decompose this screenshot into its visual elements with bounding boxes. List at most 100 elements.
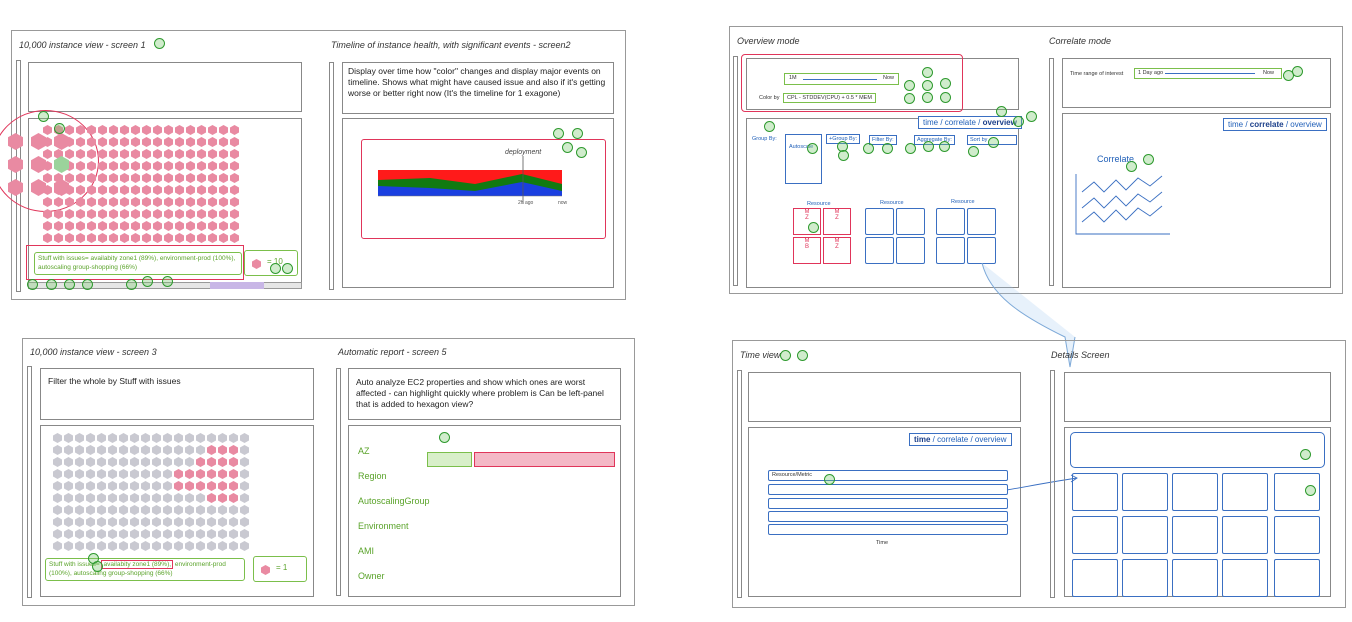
hexagon[interactable] [164, 185, 173, 195]
hexagon[interactable] [97, 517, 106, 527]
detail-tile[interactable] [1274, 559, 1320, 597]
hexagon[interactable] [43, 233, 52, 243]
hexagon[interactable] [240, 481, 249, 491]
hexagon[interactable] [142, 125, 151, 135]
hexagon[interactable] [86, 493, 95, 503]
hexagon[interactable] [75, 469, 84, 479]
hexagon[interactable] [219, 149, 228, 159]
hexagon[interactable] [207, 541, 216, 551]
hexagon[interactable] [97, 493, 106, 503]
hexagon[interactable] [76, 149, 85, 159]
tab-overview[interactable]: overview [1290, 120, 1322, 129]
hexagon[interactable] [197, 209, 206, 219]
hexagon[interactable] [87, 125, 96, 135]
issues-text[interactable]: Stuff with issues= availabity zone1 (89%… [45, 558, 245, 581]
hexagon[interactable] [142, 161, 151, 171]
hexagon[interactable] [98, 197, 107, 207]
hexagon[interactable] [142, 233, 151, 243]
hexagon[interactable] [207, 517, 216, 527]
hexagon[interactable] [163, 529, 172, 539]
detail-tile[interactable] [1274, 516, 1320, 554]
hexagon[interactable] [119, 469, 128, 479]
hexagon[interactable] [43, 209, 52, 219]
hexagon[interactable] [218, 469, 227, 479]
resource-cell[interactable] [865, 237, 894, 264]
hexagon[interactable] [197, 185, 206, 195]
hexagon[interactable] [186, 185, 195, 195]
hexagon[interactable] [152, 529, 161, 539]
hexagon[interactable] [54, 221, 63, 231]
filtered-hexagon-grid[interactable] [52, 432, 277, 552]
hexagon[interactable] [54, 233, 63, 243]
hexagon[interactable] [219, 221, 228, 231]
hexagon[interactable] [53, 541, 62, 551]
hexagon[interactable] [163, 433, 172, 443]
hexagon[interactable] [76, 197, 85, 207]
hexagon[interactable] [64, 481, 73, 491]
hexagon[interactable] [175, 185, 184, 195]
hexagon[interactable] [208, 137, 217, 147]
hexagon[interactable] [230, 125, 239, 135]
hexagon[interactable] [174, 481, 183, 491]
hexagon[interactable] [98, 149, 107, 159]
hexagon[interactable] [142, 221, 151, 231]
resource-cell[interactable]: M Z [793, 208, 821, 235]
hexagon[interactable] [163, 457, 172, 467]
hexagon[interactable] [185, 505, 194, 515]
hexagon[interactable] [153, 161, 162, 171]
hexagon[interactable] [219, 173, 228, 183]
hexagon[interactable] [185, 529, 194, 539]
hexagon[interactable] [53, 493, 62, 503]
detail-tile[interactable] [1072, 559, 1118, 597]
hexagon[interactable] [109, 233, 118, 243]
hexagon[interactable] [218, 481, 227, 491]
hexagon[interactable] [43, 185, 52, 195]
scrollbar[interactable] [27, 366, 32, 598]
hexagon[interactable] [153, 197, 162, 207]
hexagon[interactable] [163, 517, 172, 527]
tab-overview[interactable]: overview [974, 435, 1007, 444]
hexagon[interactable] [53, 517, 62, 527]
time-row[interactable] [768, 511, 1008, 522]
hexagon[interactable] [186, 125, 195, 135]
hexagon[interactable] [119, 529, 128, 539]
tab-time[interactable]: time [914, 435, 931, 444]
hexagon[interactable] [54, 209, 63, 219]
hexagon[interactable] [152, 517, 161, 527]
hexagon[interactable] [208, 185, 217, 195]
hexagon[interactable] [142, 197, 151, 207]
time-row[interactable]: Resource/Metric [768, 470, 1008, 481]
hexagon[interactable] [175, 137, 184, 147]
hexagon[interactable] [164, 233, 173, 243]
hexagon[interactable] [130, 433, 139, 443]
hexagon[interactable] [208, 197, 217, 207]
resource-cell[interactable] [936, 237, 965, 264]
hexagon[interactable] [175, 233, 184, 243]
hexagon[interactable] [196, 457, 205, 467]
group-by-dropdown[interactable]: Autoscale [785, 134, 822, 184]
hexagon[interactable] [109, 221, 118, 231]
hexagon[interactable] [109, 149, 118, 159]
hexagon[interactable] [108, 481, 117, 491]
hexagon[interactable] [142, 137, 151, 147]
hexagon[interactable] [174, 529, 183, 539]
hexagon[interactable] [230, 233, 239, 243]
scrollbar[interactable] [336, 368, 341, 596]
hexagon[interactable] [174, 505, 183, 515]
hexagon[interactable] [120, 185, 129, 195]
hexagon[interactable] [108, 505, 117, 515]
hexagon[interactable] [64, 529, 73, 539]
hexagon[interactable] [108, 457, 117, 467]
hexagon[interactable] [120, 233, 129, 243]
hexagon[interactable] [230, 149, 239, 159]
hexagon[interactable] [141, 517, 150, 527]
hexagon[interactable] [131, 137, 140, 147]
issues-text[interactable]: Stuff with issues= availabity zone1 (89%… [34, 252, 242, 275]
hexagon[interactable] [64, 469, 73, 479]
tab-time[interactable]: time [1228, 120, 1244, 129]
bottom-bar-thumb[interactable] [210, 282, 264, 289]
hexagon[interactable] [164, 209, 173, 219]
hexagon[interactable] [98, 161, 107, 171]
hexagon[interactable] [108, 529, 117, 539]
hexagon[interactable] [131, 185, 140, 195]
